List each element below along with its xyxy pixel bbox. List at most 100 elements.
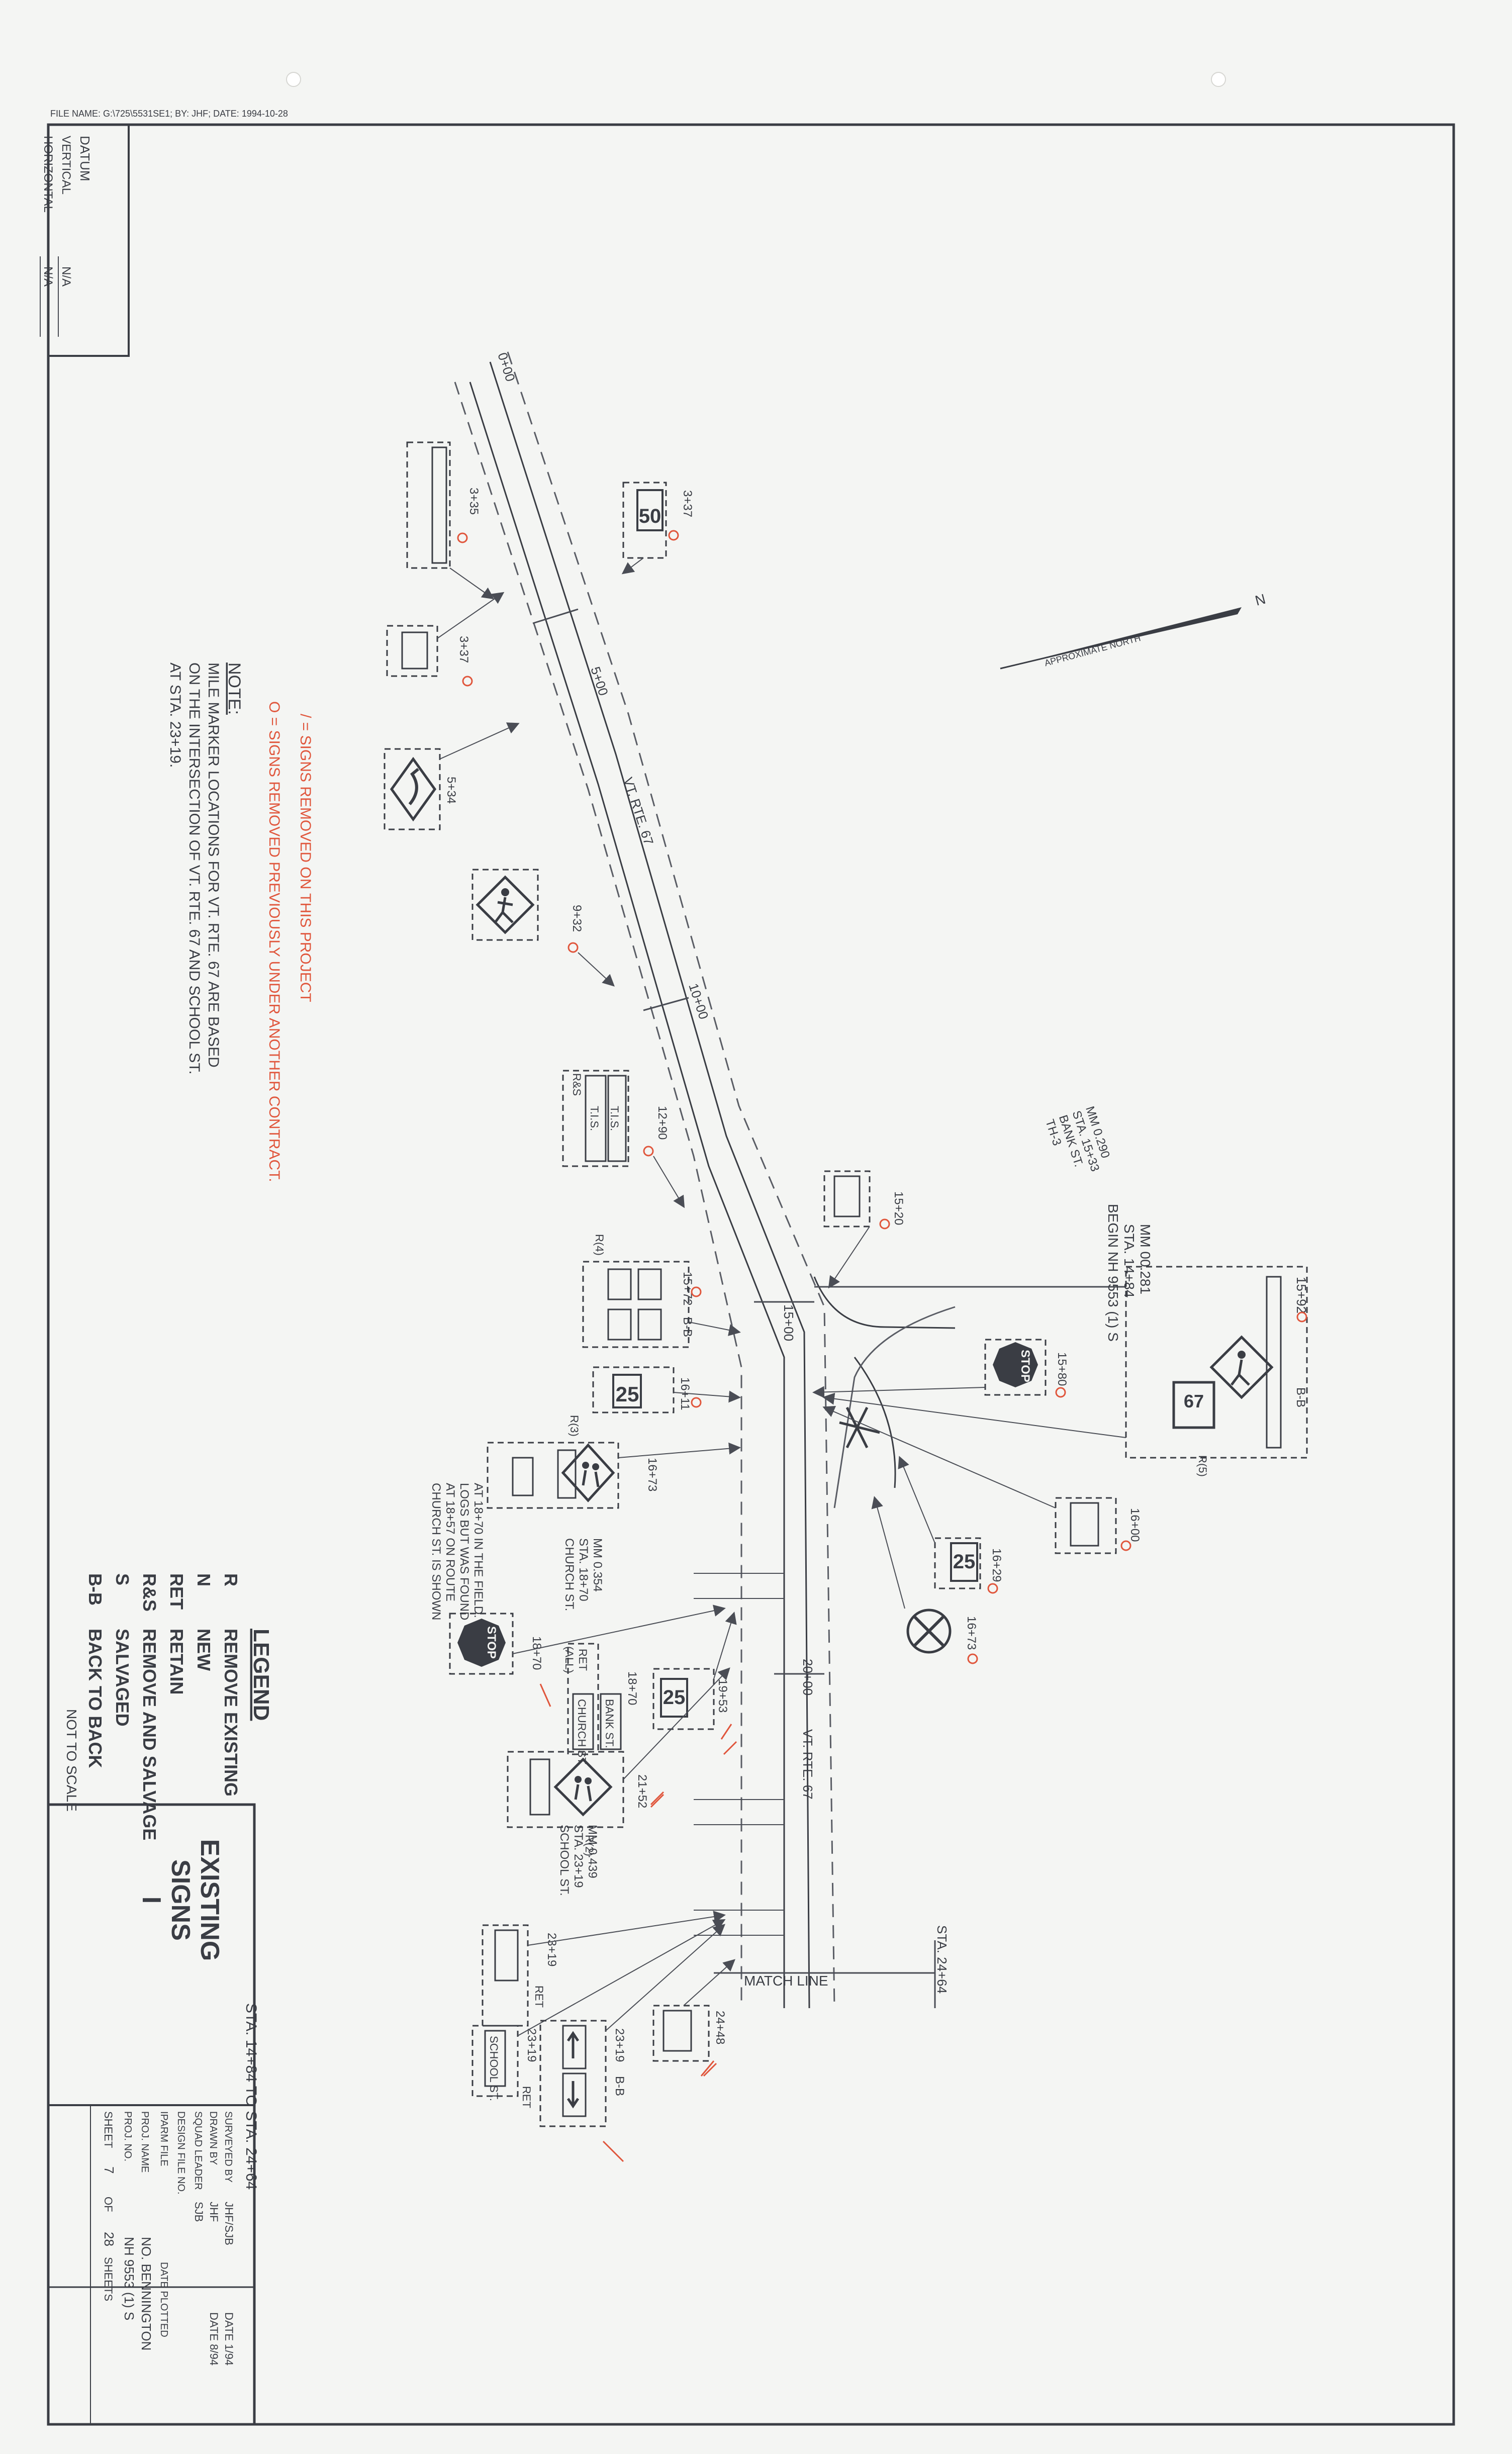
roadway-vt-rte-67 [454, 351, 1126, 2009]
station-20-label: 20+00 [800, 1659, 815, 1695]
svg-text:19+53: 19+53 [716, 1679, 729, 1713]
legend-code-ret: RET [166, 1573, 187, 1610]
svg-text:SCHOOL ST.: SCHOOL ST. [557, 1825, 571, 1896]
legend-text-ret: RETAIN [166, 1629, 187, 1694]
datum-box: DATUM VERTICAL N/A HORIZONTAL N/A [40, 124, 130, 357]
svg-text:O = SIGNS REMOVED PREVIOUSLY U: O = SIGNS REMOVED PREVIOUSLY UNDER ANOTH… [266, 701, 282, 1182]
title-line-2: SIGNS [166, 1859, 195, 1941]
sign-932-pedestrian: 9+32 [471, 869, 615, 987]
speed-25-value-b: 25 [953, 1551, 976, 1573]
svg-text:STA. 23+19: STA. 23+19 [572, 1825, 585, 1888]
note-heading: NOTE: [225, 663, 244, 715]
svg-text:RET: RET [520, 2086, 533, 2108]
sheets-total: 28 [102, 2232, 117, 2246]
drawn-by-value: JHF [208, 2202, 220, 2222]
title-block: EXISTING SIGNS I STA. 14+84 TO STA. 24+6… [47, 1803, 259, 2426]
railroad-crossing-marker [839, 1406, 880, 1449]
sign-1611-speed-25: 25 16+11 [592, 1366, 741, 1413]
sign-2319-school-st: SCHOOL ST. 23+19 RET [471, 1919, 726, 2108]
svg-text:R(4): R(4) [593, 1234, 606, 1256]
match-station-label: STA. 24+64 [934, 1925, 950, 1994]
svg-text:LOGS BUT WAS FOUND: LOGS BUT WAS FOUND [457, 1483, 471, 1620]
note-block: NOTE: MILE MARKER LOCATIONS FOR VT. RTE.… [167, 663, 244, 1075]
punch-hole-left [286, 72, 301, 87]
red-note-2: O = SIGNS REMOVED PREVIOUSLY UNDER ANOTH… [266, 701, 282, 1182]
sign-1870-street-names: CHURCH ST. BANK ST. RET (ALL) 18+70 [563, 1643, 639, 1766]
proj-name-label: PROJ. NAME [139, 2111, 150, 2173]
legend-text-r: REMOVE EXISTING [221, 1629, 241, 1797]
drawing-border [47, 123, 1455, 2426]
svg-text:B-B: B-B [613, 2076, 626, 2096]
sign-2152-school: 21+52 R(2) [507, 1667, 730, 1856]
route-67-shield: 67 [1184, 1391, 1204, 1411]
removed-sign-marks [650, 1741, 737, 2077]
legend-code-bb: B-B [85, 1573, 106, 1606]
church-st-field-note: CHURCH ST. IS SHOWN AT 18+57 ON ROUTE LO… [429, 1483, 485, 1620]
svg-text:18+70: 18+70 [530, 1636, 543, 1670]
title-line-1: EXISTING [195, 1839, 224, 1961]
svg-text:MM 0.439: MM 0.439 [586, 1825, 599, 1878]
iparm-file-label: IPARM FILE [158, 2111, 169, 2166]
svg-text:AT 18+70 IN THE FIELD.: AT 18+70 IN THE FIELD. [471, 1483, 485, 1618]
stop-label-a: STOP [1018, 1350, 1032, 1382]
file-name-line: FILE NAME: G:\725\5531SE1; BY: JHF; DATE… [50, 109, 288, 119]
legend-text-s: SALVAGED [112, 1629, 133, 1727]
note-line-2: ON THE INTERSECTION OF VT. RTE. 67 AND S… [186, 663, 203, 1075]
svg-text:STA. 18+70: STA. 18+70 [577, 1538, 590, 1601]
sign-1572-back-to-back: 15+72 B-B R(4) [582, 1234, 741, 1348]
stop-label-b: STOP [485, 1626, 498, 1659]
svg-text:12+90: 12+90 [655, 1106, 669, 1140]
svg-text:15+72: 15+72 [681, 1272, 694, 1305]
sign-534-curve-warning: 5+34 [384, 722, 520, 830]
legend-code-rs: R&S [139, 1573, 160, 1612]
proj-no-value: NH 9553 (1) S [122, 2237, 137, 2320]
legend-code-n: N [194, 1573, 214, 1586]
sign-1953-speed-25: 25 19+53 [652, 1612, 737, 1740]
svg-text:SCHOOL ST.: SCHOOL ST. [488, 2036, 500, 2101]
sign-1580-stop: STOP 15+80 [812, 1339, 1069, 1398]
sheets-label: SHEETS [102, 2257, 115, 2301]
legend-block: LEGEND R REMOVE EXISTING N NEW RET RETAI… [64, 1573, 273, 1840]
of-label: OF [102, 2197, 115, 2212]
svg-text:AT 18+57 ON ROUTE: AT 18+57 ON ROUTE [443, 1483, 457, 1601]
title-line-3: I [137, 1897, 166, 1904]
svg-text:16+73: 16+73 [645, 1458, 659, 1491]
squad-leader-label: SQUAD LEADER [193, 2111, 204, 2190]
proj-name-value: NO. BENNINGTON [139, 2237, 154, 2350]
surveyed-by-value: JHF/SJB [223, 2202, 235, 2245]
svg-text:/ = SIGNS REMOVED ON THIS PROJ: / = SIGNS REMOVED ON THIS PROJECT [297, 714, 314, 1002]
sign-2319-one-way: 23+19 B-B [539, 1924, 725, 2162]
begin-project-note: BEGIN NH 9553 (1) S STA. 14+84 MM 00.281 [1105, 1204, 1153, 1342]
sign-1870-stop: STOP 18+70 [449, 1604, 726, 1707]
svg-text:15+92: 15+92 [1294, 1277, 1309, 1313]
squad-leader-value: SJB [193, 2202, 205, 2222]
sign-1673-school: 16+73 R(3) [487, 1415, 741, 1509]
legend-scale: NOT TO SCALE [64, 1709, 79, 1812]
title-station-range: STA. 14+84 TO STA. 24+64 [243, 2003, 259, 2190]
svg-text:18+70: 18+70 [625, 1671, 639, 1705]
design-file-label: DESIGN FILE NO. [175, 2111, 186, 2195]
speed-25-value-a: 25 [616, 1382, 639, 1406]
svg-text:CHURCH ST.: CHURCH ST. [562, 1538, 576, 1611]
red-note-1: / = SIGNS REMOVED ON THIS PROJECT [297, 714, 314, 1002]
church-st-note: CHURCH ST. STA. 18+70 MM 0.354 [562, 1538, 604, 1611]
datum-vertical-label: VERTICAL [59, 136, 73, 195]
note-line-1: MILE MARKER LOCATIONS FOR VT. RTE. 67 AR… [205, 663, 222, 1068]
svg-text:21+52: 21+52 [635, 1774, 649, 1808]
svg-text:16+29: 16+29 [990, 1548, 1003, 1582]
svg-text:MM 0.354: MM 0.354 [591, 1538, 604, 1592]
svg-text:15+20: 15+20 [892, 1191, 905, 1225]
datum-horizontal-value: N/A [41, 266, 55, 287]
sign-1592-route-67: 67 15+92 B-B R(5) [822, 1266, 1309, 1477]
svg-text:23+19: 23+19 [525, 2028, 538, 2062]
svg-text:16+73: 16+73 [965, 1616, 978, 1650]
svg-text:R(3): R(3) [568, 1415, 581, 1437]
svg-text:BEGIN NH 9553 (1) S: BEGIN NH 9553 (1) S [1105, 1204, 1121, 1342]
svg-text:16+00: 16+00 [1128, 1508, 1142, 1542]
svg-text:B-B: B-B [1294, 1387, 1307, 1407]
sheet-label: SHEET [102, 2111, 115, 2148]
legend-text-rs: REMOVE AND SALVAGE [139, 1629, 160, 1840]
svg-text:R&S: R&S [571, 1073, 583, 1096]
surveyed-by-label: SURVEYED BY [223, 2111, 234, 2183]
